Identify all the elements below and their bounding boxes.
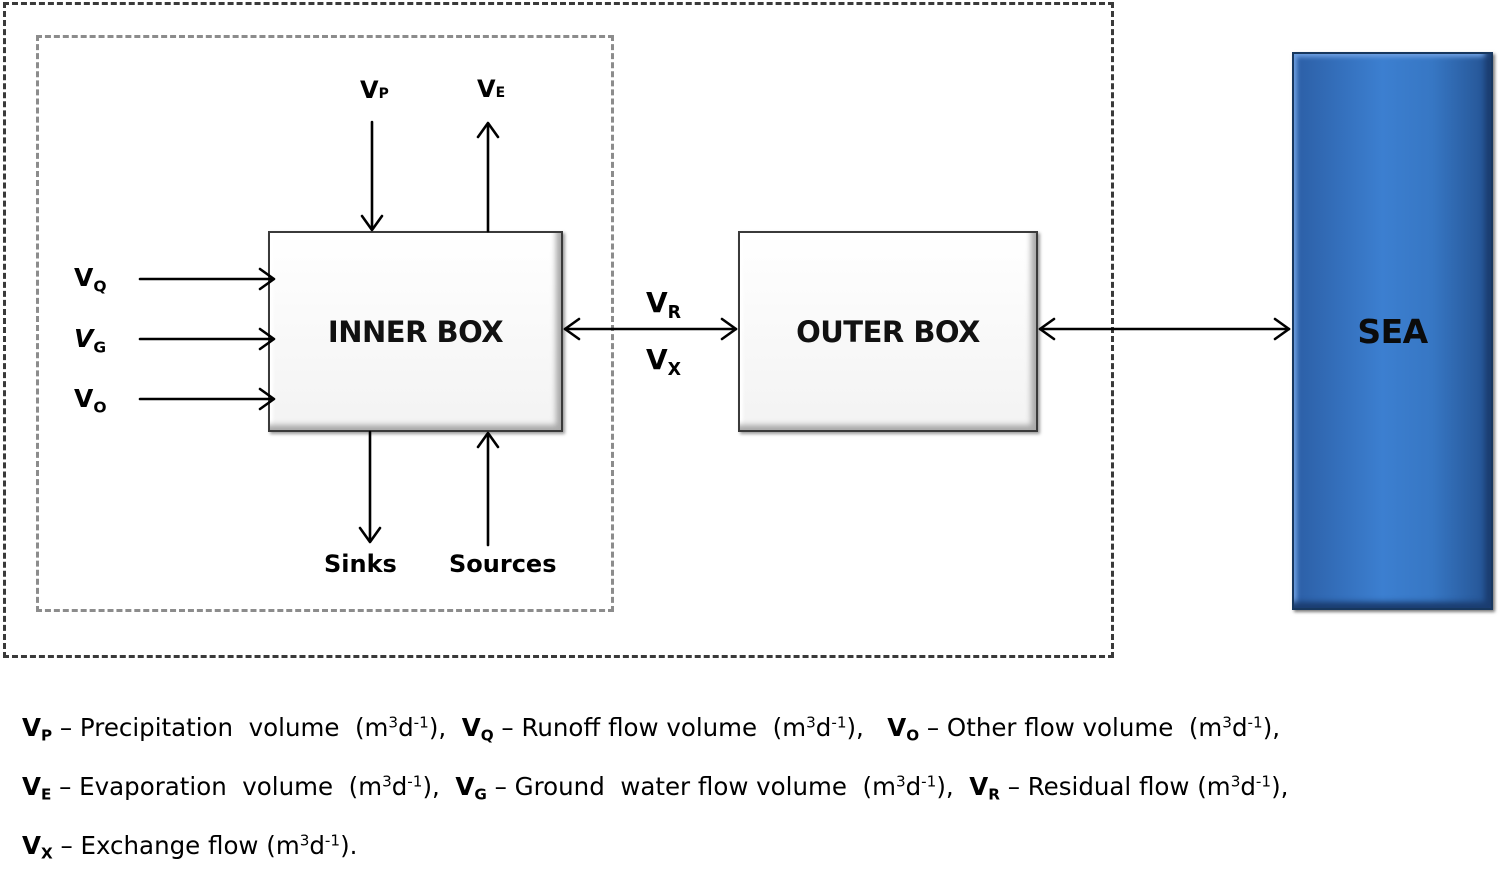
legend-description: – Ground water flow volume (m3d-1),: [486, 772, 970, 802]
legend-symbol: VO: [887, 713, 920, 745]
arrow-vq-head: [258, 267, 276, 291]
label-vg: VG: [74, 324, 107, 357]
legend-symbol: VE: [22, 772, 52, 804]
legend-description: – Exchange flow (m3d-1).: [52, 831, 358, 861]
flow-arrows: [138, 120, 1291, 547]
arrow-outer-sea-left-head: [1038, 317, 1056, 341]
arrow-outer-sea-right-head: [1273, 317, 1291, 341]
outer-box-label: OUTER BOX: [796, 314, 980, 349]
legend-description: – Evaporation volume (m3d-1),: [51, 772, 456, 802]
label-sources: Sources: [449, 550, 557, 578]
label-ve: VE: [477, 75, 506, 103]
legend-description: – Other flow volume (m3d-1),: [919, 713, 1281, 743]
legend-symbol: VX: [22, 831, 53, 863]
legend-line: VE – Evaporation volume (m3d-1), VG – Gr…: [22, 759, 1492, 818]
inner-box: INNER BOX: [268, 231, 563, 432]
arrow-sinks-head: [358, 526, 382, 544]
sea-label: SEA: [1357, 311, 1428, 351]
label-vx: VX: [646, 343, 682, 381]
legend-description: – Precipitation volume (m3d-1),: [52, 713, 462, 743]
legend-symbol: VG: [455, 772, 487, 804]
arrow-vg-head: [258, 327, 276, 351]
label-sinks: Sinks: [324, 550, 397, 578]
inner-box-label: INNER BOX: [327, 314, 504, 349]
arrow-sources-head: [476, 431, 500, 449]
label-vp: VP: [360, 76, 389, 104]
legend-line: VP – Precipitation volume (m3d-1), VQ – …: [22, 700, 1492, 759]
legend-symbol: VR: [969, 772, 1000, 804]
legend-description: – Residual flow (m3d-1),: [999, 772, 1289, 802]
arrow-inner-outer-right-head: [720, 317, 738, 341]
arrow-inner-outer-left-head: [563, 317, 581, 341]
arrow-ve-head: [476, 121, 500, 139]
label-vq: VQ: [74, 263, 107, 296]
legend-line: VX – Exchange flow (m3d-1).: [22, 818, 1492, 877]
arrow-vo-head: [258, 387, 276, 411]
legend: VP – Precipitation volume (m3d-1), VQ – …: [22, 700, 1492, 877]
legend-symbol: VP: [22, 713, 53, 745]
sea-box: SEA: [1292, 52, 1493, 610]
label-vr: VR: [646, 286, 682, 324]
outer-box: OUTER BOX: [738, 231, 1038, 432]
label-vo: VO: [74, 384, 107, 417]
legend-description: – Runoff flow volume (m3d-1),: [493, 713, 888, 743]
arrow-vp-head: [360, 214, 384, 232]
legend-symbol: VQ: [461, 713, 494, 745]
inner-system-boundary: [36, 35, 614, 612]
